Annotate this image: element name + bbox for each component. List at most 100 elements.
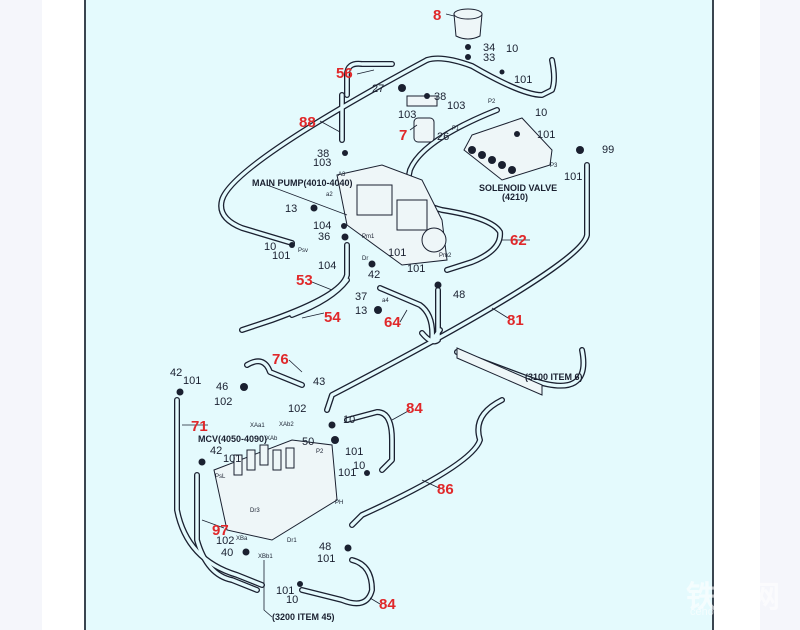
main-pump-body: [336, 164, 448, 266]
part-label: 13: [285, 203, 297, 215]
solenoid-valve-block: [463, 117, 553, 181]
part-label: 48: [453, 289, 465, 301]
part-label: 102: [214, 396, 232, 408]
port-label: Dr: [362, 256, 368, 262]
part-label: 43: [313, 376, 325, 388]
part-label: 38: [317, 148, 329, 160]
callout-84-upper: 84: [406, 400, 423, 417]
mcv-caption: MCV(4050-4090): [198, 434, 267, 444]
watermark-logo: 铁甲网: [686, 581, 782, 614]
port-label: a2: [326, 192, 333, 198]
port-label: XBa: [236, 536, 248, 542]
port-label: Dr1: [287, 538, 297, 544]
part-label: 42: [170, 367, 182, 379]
port-label: a4: [382, 298, 389, 304]
part-label: 42: [368, 269, 380, 281]
port-label: Dr3: [250, 508, 260, 514]
part-label: 101: [514, 74, 532, 86]
part-label: 10: [353, 460, 365, 472]
port-label: P3: [550, 163, 558, 169]
part-label: 36: [318, 231, 330, 243]
port-label: PH: [335, 500, 343, 506]
part-label: 40: [221, 547, 233, 559]
callout-97: 97: [212, 522, 229, 539]
part-label: 46: [216, 381, 228, 393]
part-label: 102: [216, 535, 234, 547]
part-label: 101: [345, 446, 363, 458]
port-label: XAb2: [279, 422, 294, 428]
part-label: 38: [434, 91, 446, 103]
part-label: 101: [317, 553, 335, 565]
part-label: 48: [319, 541, 331, 553]
port-label: PsL: [215, 474, 226, 480]
callout-56: 56: [336, 65, 353, 82]
part-label: 104: [313, 220, 331, 232]
part-label: 10: [286, 594, 298, 606]
part-label: 101: [276, 585, 294, 597]
callout-8: 8: [433, 7, 441, 24]
port-label: XAb: [266, 436, 278, 442]
line-filter-7: [406, 95, 438, 143]
part-label: 101: [564, 171, 582, 183]
callout-54: 54: [324, 309, 341, 326]
part-label: 101: [223, 453, 241, 465]
callout-88: 88: [299, 114, 316, 131]
red-callouts: 8 56 88 7 62 53 54 64 81 76 71 84 86 97 …: [191, 7, 527, 613]
hydraulic-diagram: MAIN PUMP(4010-4040) SOLENOID VALVE (421…: [170, 7, 614, 622]
port-label: Psv: [298, 248, 308, 254]
port-label: XBb1: [258, 554, 273, 560]
part-label: 103: [398, 109, 416, 121]
part-label: 26: [437, 131, 449, 143]
part-label: 103: [313, 157, 331, 169]
port-label: Pm1: [362, 234, 375, 240]
part-label: 101: [388, 247, 406, 259]
fittings: [176, 44, 584, 587]
part-label: 101: [537, 129, 555, 141]
port-label: Pm2: [439, 253, 452, 259]
part-label: 10: [535, 107, 547, 119]
port-label: A3: [338, 172, 346, 178]
callout-81: 81: [507, 312, 524, 329]
part-label: 37: [355, 291, 367, 303]
mcv-control-valve-body: [213, 439, 338, 541]
part-label: 42: [210, 445, 222, 457]
watermark-url: cehome.com: [690, 606, 753, 618]
part-label: 101: [183, 375, 201, 387]
callout-86: 86: [437, 481, 454, 498]
callout-64: 64: [384, 314, 401, 331]
part-labels: 34 33 10 101 27 38 103 103 26 10 101 99 …: [170, 42, 614, 606]
part-label: 104: [318, 260, 336, 272]
part-label: 50: [302, 436, 314, 448]
part-label: 103: [447, 100, 465, 112]
part-label: 101: [272, 250, 290, 262]
port-label: P2: [316, 449, 324, 455]
main-pump-caption: MAIN PUMP(4010-4040): [252, 178, 353, 188]
part-label: 101: [407, 263, 425, 275]
part-label: 10: [506, 43, 518, 55]
port-label: XAa1: [250, 423, 265, 429]
part-label: 34: [483, 42, 495, 54]
part-label: 13: [355, 305, 367, 317]
hose-lines-inner: [175, 56, 589, 605]
ref-3200-caption: (3200 ITEM 45): [272, 612, 335, 622]
solenoid-valve-caption: SOLENOID VALVE: [479, 183, 557, 193]
return-filter-8: [453, 8, 483, 40]
part-label: 27: [372, 83, 384, 95]
port-label: P2: [488, 99, 496, 105]
part-label: 10: [343, 414, 355, 426]
part-label: 10: [264, 241, 276, 253]
callout-53: 53: [296, 272, 313, 289]
callout-84-lower: 84: [379, 596, 396, 613]
hydraulic-diagram-panel: MAIN PUMP(4010-4040) SOLENOID VALVE (421…: [84, 0, 714, 630]
leader-lines: [182, 13, 530, 618]
part-label: 99: [602, 144, 614, 156]
callout-71: 71: [191, 418, 208, 435]
part-label: 101: [338, 467, 356, 479]
callout-62: 62: [510, 232, 527, 249]
part-label: 33: [483, 52, 495, 64]
suction-pipe: [456, 347, 543, 396]
part-label: 102: [288, 403, 306, 415]
callout-7: 7: [399, 127, 407, 144]
port-label: P1: [452, 126, 460, 132]
solenoid-valve-code: (4210): [502, 192, 528, 202]
